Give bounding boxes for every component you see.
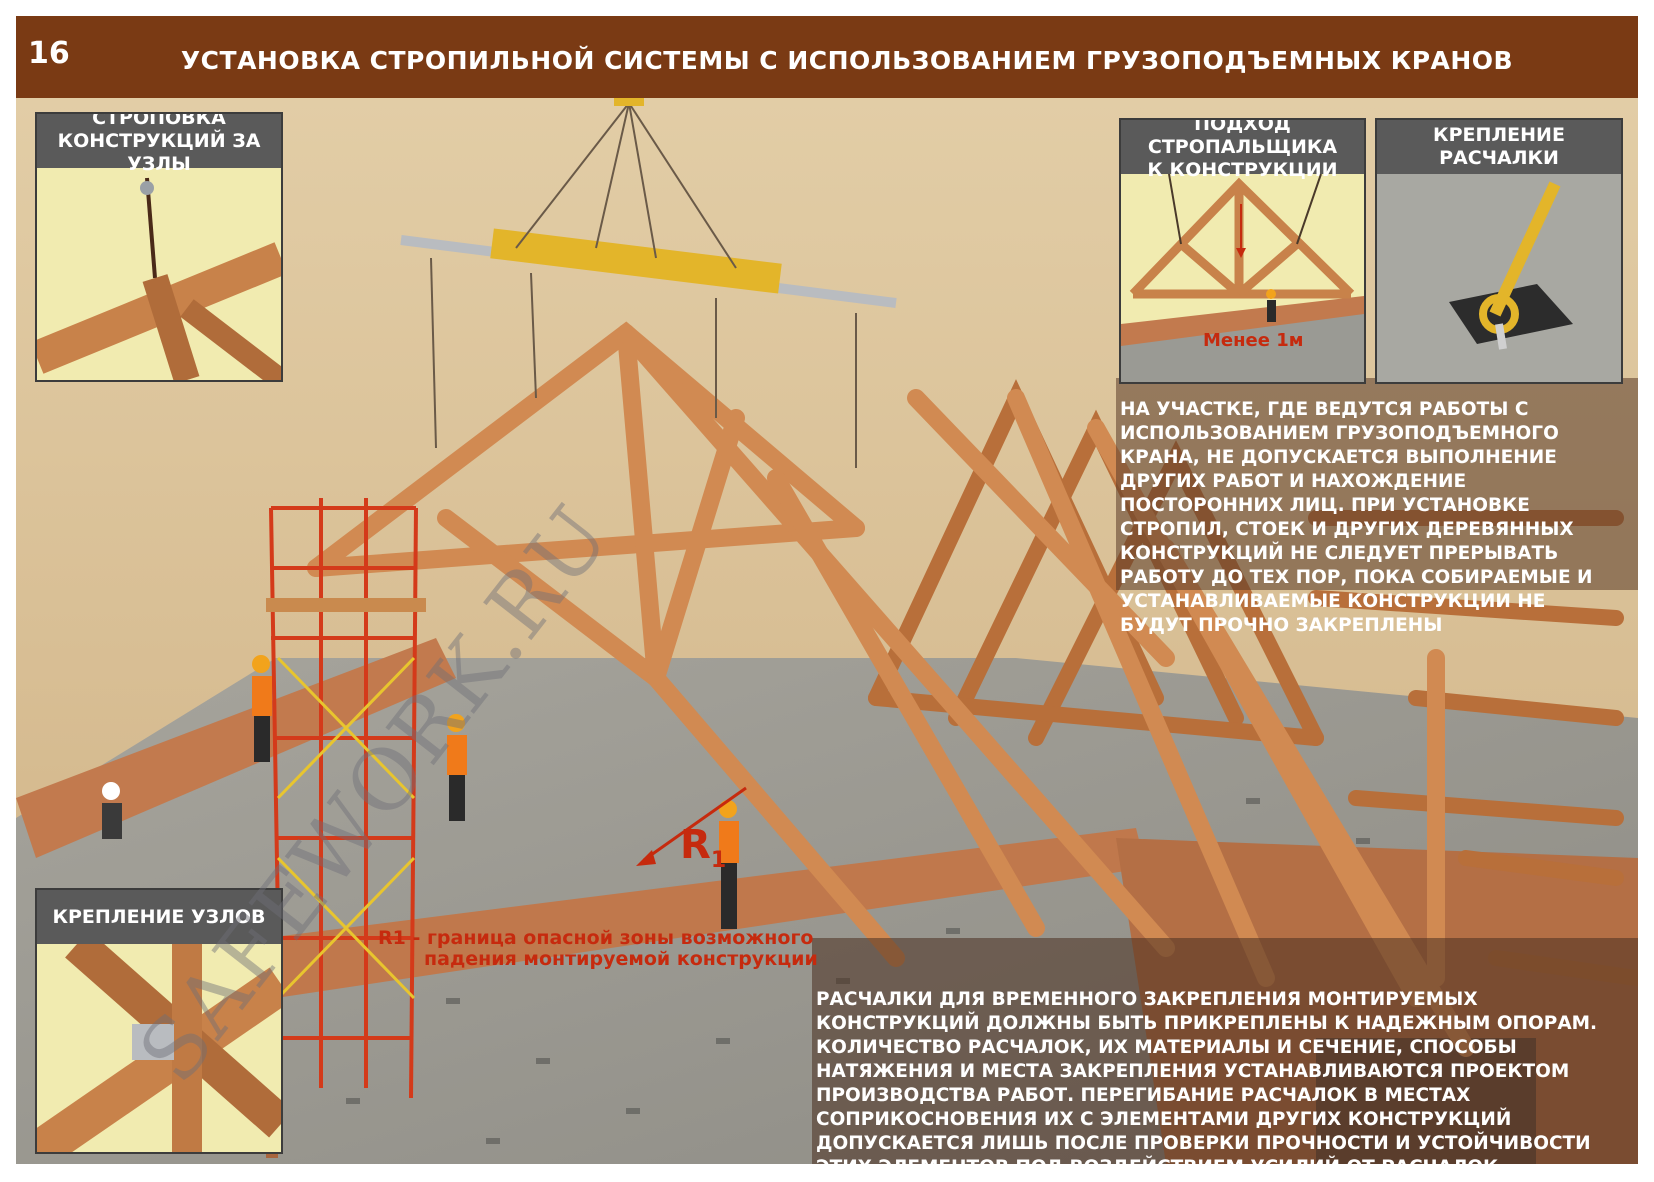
crane-hook — [614, 98, 644, 106]
scaffold-platform — [266, 598, 426, 612]
main-illustration — [16, 98, 1638, 1164]
crane-safety-note: НА УЧАСТКЕ, ГДЕ ВЕДУТСЯ РАБОТЫ С ИСПОЛЬЗ… — [1120, 399, 1593, 636]
page-title: УСТАНОВКА СТРОПИЛЬНОЙ СИСТЕМЫ С ИСПОЛЬЗО… — [180, 46, 1514, 75]
node-fixing-detail-illustration — [37, 944, 281, 1152]
worker-1 — [252, 655, 272, 762]
danger-zone-caption: R1 - граница опасной зоны возможного пад… — [378, 928, 818, 970]
slinging-detail-illustration — [37, 177, 281, 380]
note-bottom-backdrop — [812, 938, 1638, 1164]
worker-2 — [447, 714, 467, 821]
lifting-traverse — [490, 228, 782, 294]
inset-approach: ПОДХОД СТРОПАЛЬЩИКА К КОНСТРУКЦИИ Менее … — [1119, 118, 1366, 384]
inset-node-fixing-label: КРЕПЛЕНИЕ УЗЛОВ — [37, 890, 281, 944]
worker-4 — [719, 800, 739, 929]
header-bar: 16 УСТАНОВКА СТРОПИЛЬНОЙ СИСТЕМЫ С ИСПОЛ… — [16, 16, 1638, 98]
brick-wall-left — [16, 638, 456, 858]
guy-fixing-detail-illustration — [1377, 174, 1621, 382]
inset-guy-fixing-label: КРЕПЛЕНИЕ РАСЧАЛКИ — [1377, 120, 1621, 174]
crane-slings — [430, 102, 857, 468]
danger-zone-line-2: падения монтируемой конструкции — [424, 948, 818, 970]
roof-scene-illustration — [16, 98, 1638, 1164]
inset-slinging: СТРОПОВКА КОНСТРУКЦИЙ ЗА УЗЛЫ — [35, 112, 283, 382]
approach-detail-illustration — [1121, 174, 1364, 382]
less-than-1m-label: Менее 1м — [1203, 330, 1304, 351]
worker-3 — [102, 782, 122, 839]
inset-guy-fixing: КРЕПЛЕНИЕ РАСЧАЛКИ — [1375, 118, 1623, 384]
r1-radius-label: R1 — [680, 822, 727, 873]
danger-zone-line-1: R1 - граница опасной зоны возможного — [378, 927, 814, 949]
note-top-backdrop — [1116, 378, 1638, 590]
inset-node-fixing: КРЕПЛЕНИЕ УЗЛОВ — [35, 888, 283, 1154]
scaffold-braces — [276, 656, 416, 1000]
guy-ropes-note: РАСЧАЛКИ ДЛЯ ВРЕМЕННОГО ЗАКРЕПЛЕНИЯ МОНТ… — [816, 989, 1598, 1178]
inset-slinging-label: СТРОПОВКА КОНСТРУКЦИЙ ЗА УЗЛЫ — [37, 114, 281, 175]
worker-figures — [102, 655, 739, 929]
brick-wall-front — [266, 828, 1146, 998]
inset-approach-label: ПОДХОД СТРОПАЛЬЩИКА К КОНСТРУКЦИИ — [1121, 120, 1364, 181]
page-number: 16 — [28, 36, 70, 71]
danger-radius-arrow — [643, 786, 747, 862]
